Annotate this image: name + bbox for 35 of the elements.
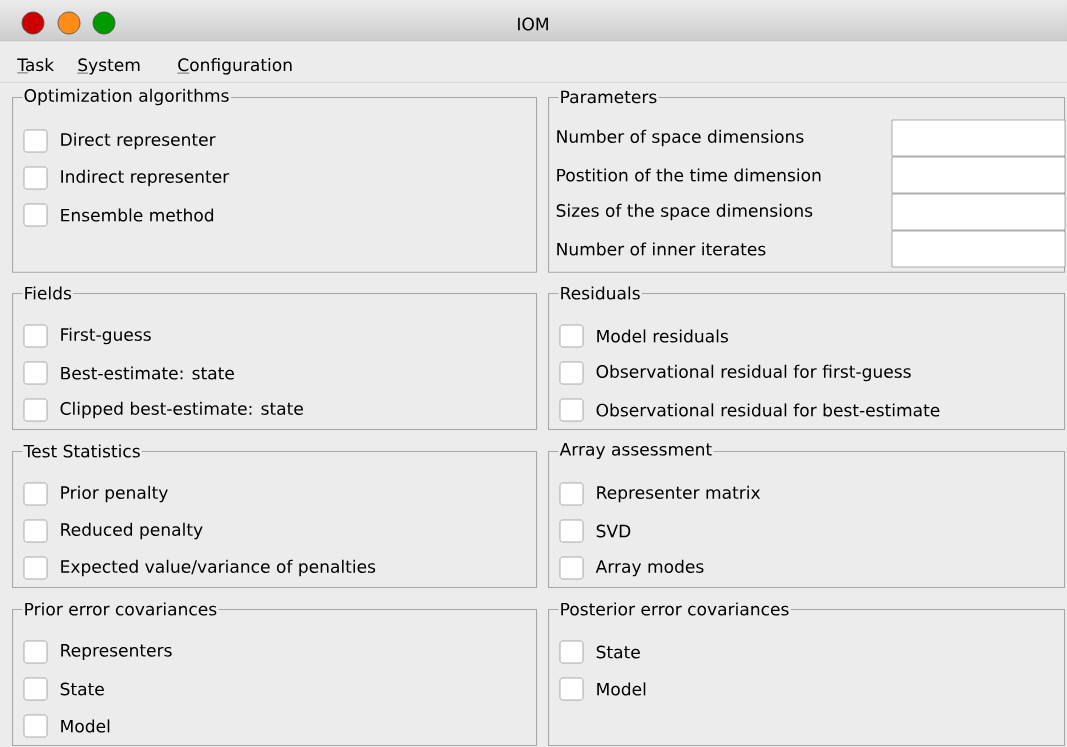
checkbox: First-guess (23, 324, 151, 348)
panel-heading: Posterior error covariances (558, 601, 791, 617)
panel-heading: Fields (22, 285, 74, 301)
checkbox: Reduced penalty (23, 519, 203, 543)
field-label: Number of inner iterates (557, 242, 766, 256)
checkbox: Prior penalty (23, 482, 168, 506)
checkbox: Ensemble method (23, 203, 214, 227)
checkbox: Model (23, 714, 110, 738)
checkbox: Representer matrix (559, 482, 761, 506)
field-label: Sizes of the space dimensions (556, 203, 813, 221)
field-label: Postition of the time dimension (557, 168, 821, 182)
checkbox: Best-estimate: state (23, 361, 234, 385)
field-label: Number of space dimensions (557, 129, 804, 147)
checkbox: Representers (23, 640, 172, 664)
checkbox: State (23, 677, 104, 701)
checkbox: Model residuals (559, 324, 728, 348)
checkbox: Expected value/variance of penalties (23, 556, 376, 580)
checkbox: SVD (559, 519, 631, 543)
checkbox: Observational residual for first-guess (559, 361, 911, 385)
menu-item: Configuration (177, 58, 292, 75)
checkbox: Clipped best-estimate: state (23, 398, 303, 422)
checkbox: State (559, 640, 640, 664)
checkbox: Direct representer (23, 129, 216, 153)
menu-item: Task (17, 58, 55, 74)
panel-heading: Optimization algorithms (22, 87, 231, 107)
checkbox: Indirect representer (23, 166, 230, 190)
panel-heading: Prior error covariances (22, 601, 219, 617)
window-title: IOM (518, 17, 548, 31)
panel-heading: Parameters (558, 89, 659, 105)
checkbox: Array modes (559, 556, 704, 580)
panel-heading: Test Statistics (22, 443, 142, 459)
checkbox: Model (559, 677, 646, 701)
checkbox: Observational residual for best-estimate (559, 398, 940, 422)
menu-item: System (77, 58, 140, 75)
panel-heading: Residuals (558, 285, 642, 301)
